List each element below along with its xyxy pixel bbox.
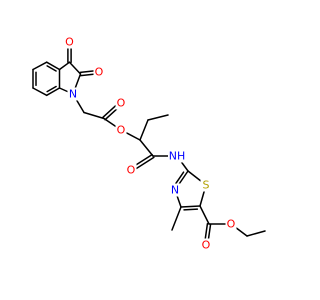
- bond-b4-b5: [45, 87, 61, 97]
- atom-label-n-isatin: N: [69, 88, 77, 101]
- atom-label-nh-amide: NH: [169, 150, 186, 163]
- bond-tc4-me: [171, 206, 182, 231]
- structure-svg: O O N O O O NH S N O O: [32, 35, 266, 252]
- atom-label-o-ester-link: O: [117, 124, 126, 137]
- atom-label-n-thiazole: N: [171, 184, 179, 197]
- atom-label-bg: [125, 163, 137, 177]
- bond-b6-b1: [45, 61, 61, 71]
- bond-layer: [32, 41, 266, 246]
- atom-label-bg: [67, 87, 79, 101]
- bond-b3-b4: [32, 87, 48, 97]
- bond-b4-b5-2: [46, 85, 57, 93]
- atom-label-bg: [115, 123, 127, 137]
- atom-label-bg: [169, 183, 181, 197]
- atom-label-bg: [225, 217, 237, 231]
- molecule-diagram: O O N O O O NH S N O O: [32, 35, 266, 252]
- atom-label-o-ethyl-ester-link: O: [227, 218, 236, 231]
- atom-label-bg: [64, 35, 75, 49]
- atom-label-bg: [200, 178, 212, 192]
- atom-label-bg: [93, 65, 105, 79]
- bond-tc5-cest: [199, 205, 210, 225]
- bond-c3-c2: [68, 61, 82, 75]
- atom-label-bg: [200, 238, 212, 252]
- bond-tc4-tc5: [180, 205, 201, 208]
- bond-b6-c3: [58, 61, 71, 71]
- bond-b6-b1-2: [46, 65, 57, 72]
- bond-ch2-ce: [83, 111, 105, 120]
- bond-ca-cam: [139, 139, 154, 157]
- bond-tc2-tn3-2: [173, 171, 185, 187]
- atom-label-bg: [115, 96, 127, 110]
- atom-label-s-thiazole: S: [203, 179, 210, 192]
- bond-tc4-tc5-2: [183, 208, 199, 211]
- bond-et1-et2: [147, 114, 169, 121]
- atom-label-o-ethyl-ester-carbonyl: O: [202, 239, 211, 252]
- bond-b1-b2: [32, 61, 48, 71]
- bond-ca-et1: [139, 119, 149, 141]
- atom-label-o-ester-carbonyl: O: [117, 97, 126, 110]
- atom-label-bg: [168, 149, 186, 163]
- atom-label-o-ket-c3: O: [65, 36, 74, 49]
- atom-label-o-ket-c2: O: [95, 66, 104, 79]
- bond-ch2e-ch3e: [246, 230, 266, 237]
- atom-layer: O O N O O O NH S N O O: [64, 35, 237, 252]
- atom-label-o-amide: O: [127, 164, 136, 177]
